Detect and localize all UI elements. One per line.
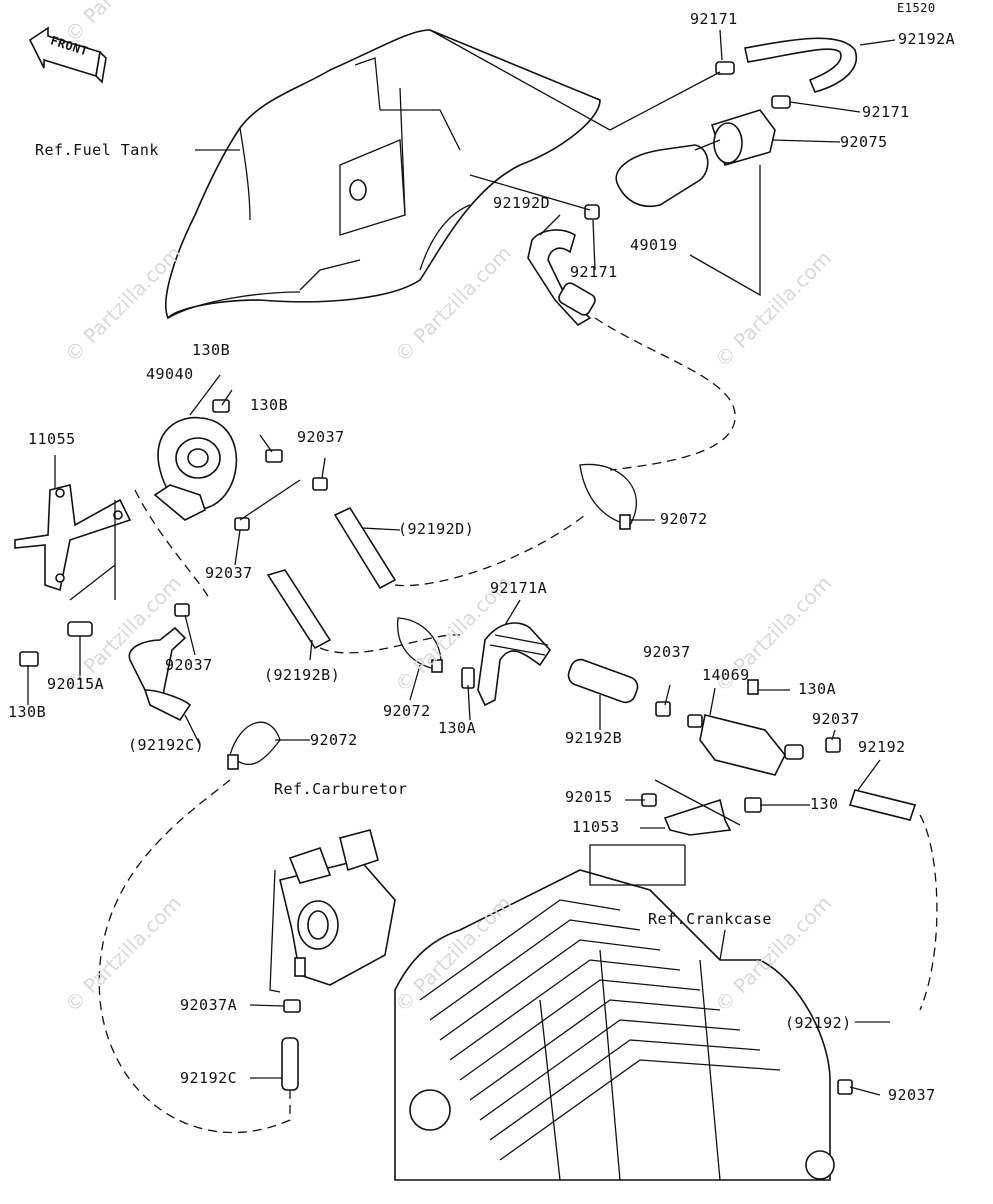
part-label: 130A bbox=[438, 719, 477, 737]
part-label: 92037A bbox=[180, 996, 238, 1014]
fuel-filter-assembly bbox=[527, 37, 858, 327]
part-label: 11055 bbox=[28, 430, 76, 448]
hose-clamps bbox=[227, 463, 637, 770]
part-label: 92037 bbox=[165, 656, 213, 674]
part-label: 92072 bbox=[383, 702, 431, 720]
part-label: 92037 bbox=[812, 710, 860, 728]
part-label: 130 bbox=[810, 795, 839, 813]
part-label: 130A bbox=[798, 680, 837, 698]
part-label: 130B bbox=[8, 703, 47, 721]
part-label: 14069 bbox=[702, 666, 750, 684]
part-label: 92037 bbox=[205, 564, 253, 582]
part-label: (92192D) bbox=[398, 520, 475, 538]
ref-crankcase-label: Ref.Crankcase bbox=[648, 910, 772, 928]
crankcase-drawing bbox=[394, 869, 853, 1181]
part-label: 11053 bbox=[572, 818, 620, 836]
fuel-pump-assembly bbox=[14, 399, 397, 722]
carburetor-drawing bbox=[269, 829, 396, 1091]
part-label: (92192B) bbox=[264, 666, 341, 684]
diagram-code: E1520 bbox=[897, 1, 936, 15]
part-label: 92037 bbox=[888, 1086, 936, 1104]
part-label: 130B bbox=[192, 341, 231, 359]
part-label: 92171 bbox=[690, 10, 738, 28]
part-label: 92192 bbox=[858, 738, 906, 756]
front-arrow-icon bbox=[28, 26, 107, 84]
part-label: 92192C bbox=[180, 1069, 238, 1087]
part-label: 92072 bbox=[660, 510, 708, 528]
part-label: 92072 bbox=[310, 731, 358, 749]
part-label: 92171 bbox=[570, 263, 618, 281]
ref-carburetor-label: Ref.Carburetor bbox=[274, 780, 408, 798]
part-label: (92192C) bbox=[128, 736, 205, 754]
part-label: 92037 bbox=[297, 428, 345, 446]
part-label: 92192A bbox=[898, 30, 956, 48]
part-label: 92075 bbox=[840, 133, 888, 151]
fuel-tank-drawing bbox=[165, 29, 601, 320]
part-label: 92192B bbox=[565, 729, 623, 747]
part-label: 92171 bbox=[862, 103, 910, 121]
part-label: 49019 bbox=[630, 236, 678, 254]
hose-routes bbox=[98, 317, 938, 1134]
part-label: 92171A bbox=[490, 579, 548, 597]
part-label: (92192) bbox=[785, 1014, 852, 1032]
leader-lines bbox=[27, 29, 896, 1096]
part-label: 92015A bbox=[47, 675, 105, 693]
part-label: 92192D bbox=[493, 194, 551, 212]
part-label: 92037 bbox=[643, 643, 691, 661]
part-label: 130B bbox=[250, 396, 289, 414]
fuel-filter-14069 bbox=[461, 622, 917, 836]
part-label: 49040 bbox=[146, 365, 194, 383]
part-label: 92015 bbox=[565, 788, 613, 806]
ref-fuel-tank-label: Ref.Fuel Tank bbox=[35, 141, 159, 159]
